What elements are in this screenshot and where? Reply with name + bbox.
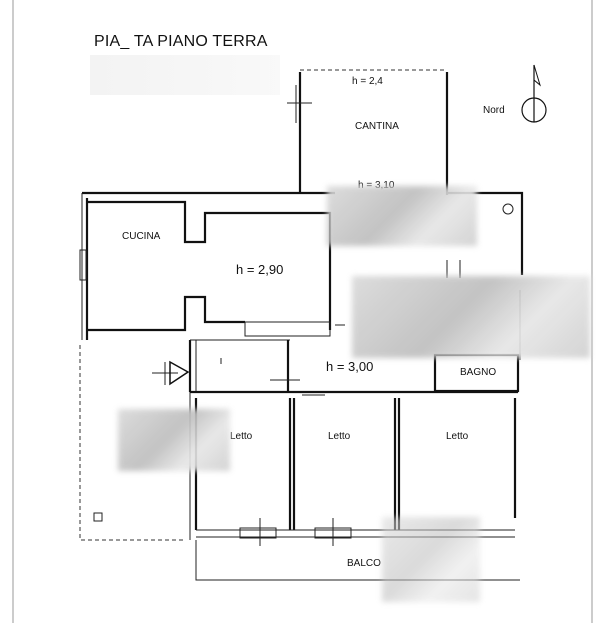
corridor [188,324,345,392]
cantina-height-label: h = 2,4 [352,76,383,87]
cantina-height2-label: h = 3,10 [358,180,394,191]
bagno-label: BAGNO [460,367,497,378]
cantina-room [287,69,449,195]
watermark-logo [90,55,280,95]
plan-title: PIA_ TA PIANO TERRA [94,33,268,50]
north-compass-icon [521,64,547,123]
redacted-area-3 [118,409,230,471]
garden-boundary [79,345,185,541]
corridor-height-label: h = 3,00 [326,359,374,374]
kitchen-room [79,200,332,337]
balcony-label: BALCO [347,558,381,569]
redacted-area-4 [382,517,480,602]
letto-1-label: Letto [230,431,253,442]
redacted-area-1 [327,186,477,246]
redacted-area-2 [352,276,590,358]
entrance-arrow-icon [152,360,190,386]
cucina-height-label: h = 2,90 [236,262,284,277]
outer-walls [81,191,524,340]
cucina-label: CUCINA [122,231,161,242]
north-label: Nord [483,105,505,116]
letto-3-label: Letto [446,431,469,442]
letto-2-label: Letto [328,431,351,442]
cantina-label: CANTINA [355,121,399,132]
